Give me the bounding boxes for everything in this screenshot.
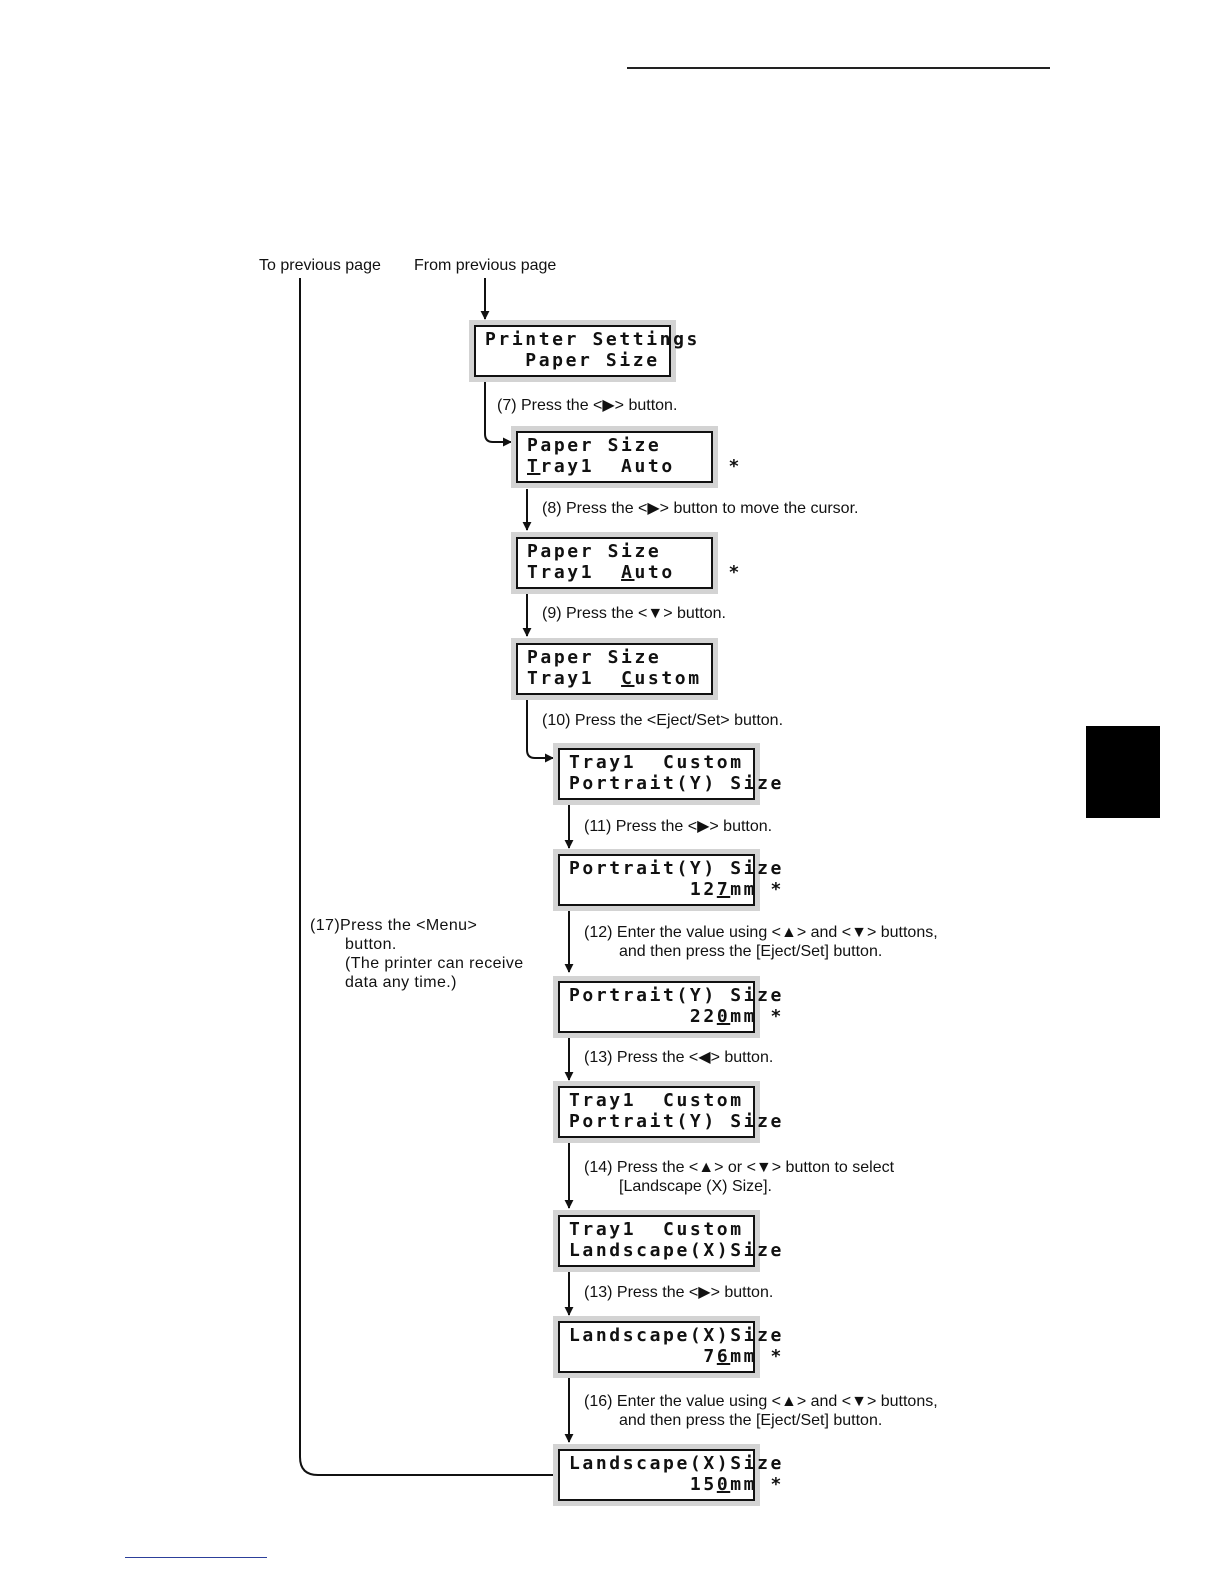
lcd-line-2: Tray1 Auto * [527, 456, 739, 477]
step-text: (12) Enter the value using <▲> and <▼> b… [584, 924, 938, 941]
lcd-line-1: Paper Size [527, 541, 662, 562]
step-text: (9) Press the <▼> button. [542, 605, 726, 622]
step-text: (16) Enter the value using <▲> and <▼> b… [584, 1393, 938, 1410]
lcd-line-2: 127mm * [569, 879, 781, 900]
arrow-step-10 [526, 699, 554, 763]
step-text-cont: and then press the [Eject/Set] button. [619, 943, 883, 960]
footer-rule [125, 1557, 267, 1558]
note-line: button. [345, 936, 397, 953]
step-text: (7) Press the <▶> button. [497, 397, 678, 414]
step-text: (13) Press the <▶> button. [584, 1284, 774, 1301]
step-text: (14) Press the <▲> or <▼> button to sele… [584, 1159, 895, 1176]
lcd-line-1: Printer Settings [485, 329, 700, 350]
lcd-cursor-char: 0 [716, 1474, 731, 1495]
step-12-instruction: (12) Enter the value using <▲> and <▼> b… [584, 923, 938, 961]
lcd-line-2: Portrait(Y) Size [569, 773, 781, 794]
lcd-text: Portrait(Y) Size [569, 1111, 784, 1132]
lcd-text: Paper Size [485, 350, 660, 371]
lcd-text: 12 [569, 879, 717, 900]
step-10-instruction: (10) Press the <Eject/Set> button. [542, 711, 783, 730]
lcd-text: ustom [634, 668, 702, 689]
lcd-line-1: Tray1 Custom [569, 1219, 744, 1240]
lcd-text: mm * [730, 1006, 784, 1027]
lcd-display-portrait-127: Portrait(Y) Size 127mm * [553, 849, 784, 911]
step-text-cont: and then press the [Eject/Set] button. [619, 1412, 883, 1429]
lcd-text: ray1 Auto * [540, 456, 742, 477]
lcd-line-2: 220mm * [569, 1006, 781, 1027]
lcd-text: mm * [730, 879, 784, 900]
step-17-note: (17)Press the <Menu> button. (The printe… [310, 916, 524, 992]
step-13b-instruction: (13) Press the <▶> button. [584, 1283, 773, 1302]
lcd-text: Tray1 [527, 668, 622, 689]
lcd-cursor-char: T [527, 456, 541, 477]
lcd-line-1: Landscape(X)Size [569, 1325, 784, 1346]
lcd-cursor-char: A [621, 562, 635, 583]
lcd-text: mm * [730, 1346, 784, 1367]
step-8-instruction: (8) Press the <▶> button to move the cur… [542, 499, 858, 518]
lcd-line-2: Paper Size [485, 350, 669, 371]
note-line: (The printer can receive [345, 955, 524, 972]
lcd-display-landscape-76: Landscape(X)Size 76mm * [553, 1316, 784, 1378]
lcd-line-2: 150mm * [569, 1474, 781, 1495]
lcd-text: 7 [569, 1346, 717, 1367]
header-rule [627, 67, 1050, 69]
lcd-text: Tray1 [527, 562, 622, 583]
step-7-instruction: (7) Press the <▶> button. [497, 396, 677, 415]
lcd-line-2: 76mm * [569, 1346, 781, 1367]
chapter-tab [1086, 726, 1160, 818]
step-text: (10) Press the <Eject/Set> button. [542, 712, 784, 729]
lcd-line-1: Tray1 Custom [569, 752, 744, 773]
lcd-text: Landscape(X)Size [569, 1240, 784, 1261]
step-9-instruction: (9) Press the <▼> button. [542, 604, 726, 623]
step-11-instruction: (11) Press the <▶> button. [584, 817, 772, 836]
lcd-line-1: Tray1 Custom [569, 1090, 744, 1111]
lcd-cursor-char: C [621, 668, 635, 689]
lcd-line-2: Tray1 Auto * [527, 562, 739, 583]
note-line: data any time.) [345, 974, 457, 991]
step-14-instruction: (14) Press the <▲> or <▼> button to sele… [584, 1158, 894, 1196]
lcd-line-2: Tray1 Custom [527, 668, 711, 689]
lcd-text: 22 [569, 1006, 717, 1027]
lcd-display-portrait-220: Portrait(Y) Size 220mm * [553, 976, 784, 1038]
lcd-line-1: Landscape(X)Size [569, 1453, 784, 1474]
lcd-display-printer-settings: Printer Settings Paper Size [469, 320, 700, 382]
lcd-text: mm * [730, 1474, 784, 1495]
step-text: (13) Press the <◀> button. [584, 1049, 774, 1066]
lcd-display-landscape-150: Landscape(X)Size 150mm * [553, 1444, 784, 1506]
lcd-cursor-char: 6 [716, 1346, 731, 1367]
step-text: (11) Press the <▶> button. [584, 818, 773, 835]
return-line-to-previous [299, 278, 553, 1476]
from-previous-page-label: From previous page [414, 257, 557, 274]
lcd-line-1: Portrait(Y) Size [569, 985, 784, 1006]
lcd-line-1: Portrait(Y) Size [569, 858, 784, 879]
step-text-cont: [Landscape (X) Size]. [619, 1178, 772, 1195]
lcd-line-1: Paper Size [527, 435, 662, 456]
lcd-cursor-char: 7 [716, 879, 731, 900]
lcd-text: uto * [634, 562, 742, 583]
lcd-cursor-char: 0 [716, 1006, 731, 1027]
note-line: (17)Press the <Menu> [310, 917, 478, 934]
step-16-instruction: (16) Enter the value using <▲> and <▼> b… [584, 1392, 938, 1430]
to-previous-page-label: To previous page [259, 257, 381, 274]
lcd-text: Portrait(Y) Size [569, 773, 784, 794]
arrow-step-7 [484, 382, 512, 447]
lcd-text: 15 [569, 1474, 717, 1495]
lcd-line-2: Landscape(X)Size [569, 1240, 781, 1261]
lcd-line-2: Portrait(Y) Size [569, 1111, 781, 1132]
step-text: (8) Press the <▶> button to move the cur… [542, 500, 859, 517]
lcd-line-1: Paper Size [527, 647, 662, 668]
step-13-instruction: (13) Press the <◀> button. [584, 1048, 773, 1067]
